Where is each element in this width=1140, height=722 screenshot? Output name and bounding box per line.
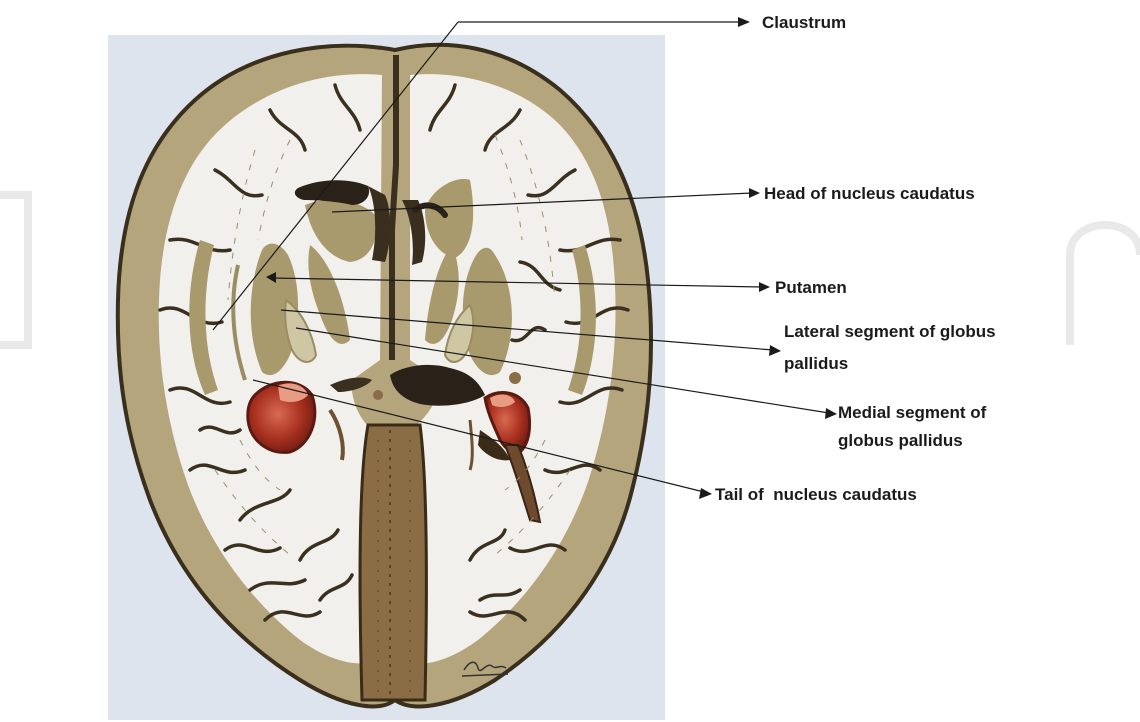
label-medial-gp-line1: Medial segment of xyxy=(838,403,987,422)
claustrum-arrowhead xyxy=(738,17,750,27)
putamen-arrowhead-right xyxy=(759,282,770,292)
label-lateral-gp-line2: pallidus xyxy=(784,354,848,373)
label-medial-gp-line2: globus pallidus xyxy=(838,431,963,450)
label-lateral-gp-line1: Lateral segment of globus xyxy=(784,322,996,341)
label-head-caudate: Head of nucleus caudatus xyxy=(764,184,975,203)
label-claustrum: Claustrum xyxy=(762,13,846,32)
label-tail-caudate: Tail of nucleus caudatus xyxy=(715,485,917,504)
brainstem-midline-region xyxy=(360,425,426,700)
label-putamen: Putamen xyxy=(775,278,847,297)
